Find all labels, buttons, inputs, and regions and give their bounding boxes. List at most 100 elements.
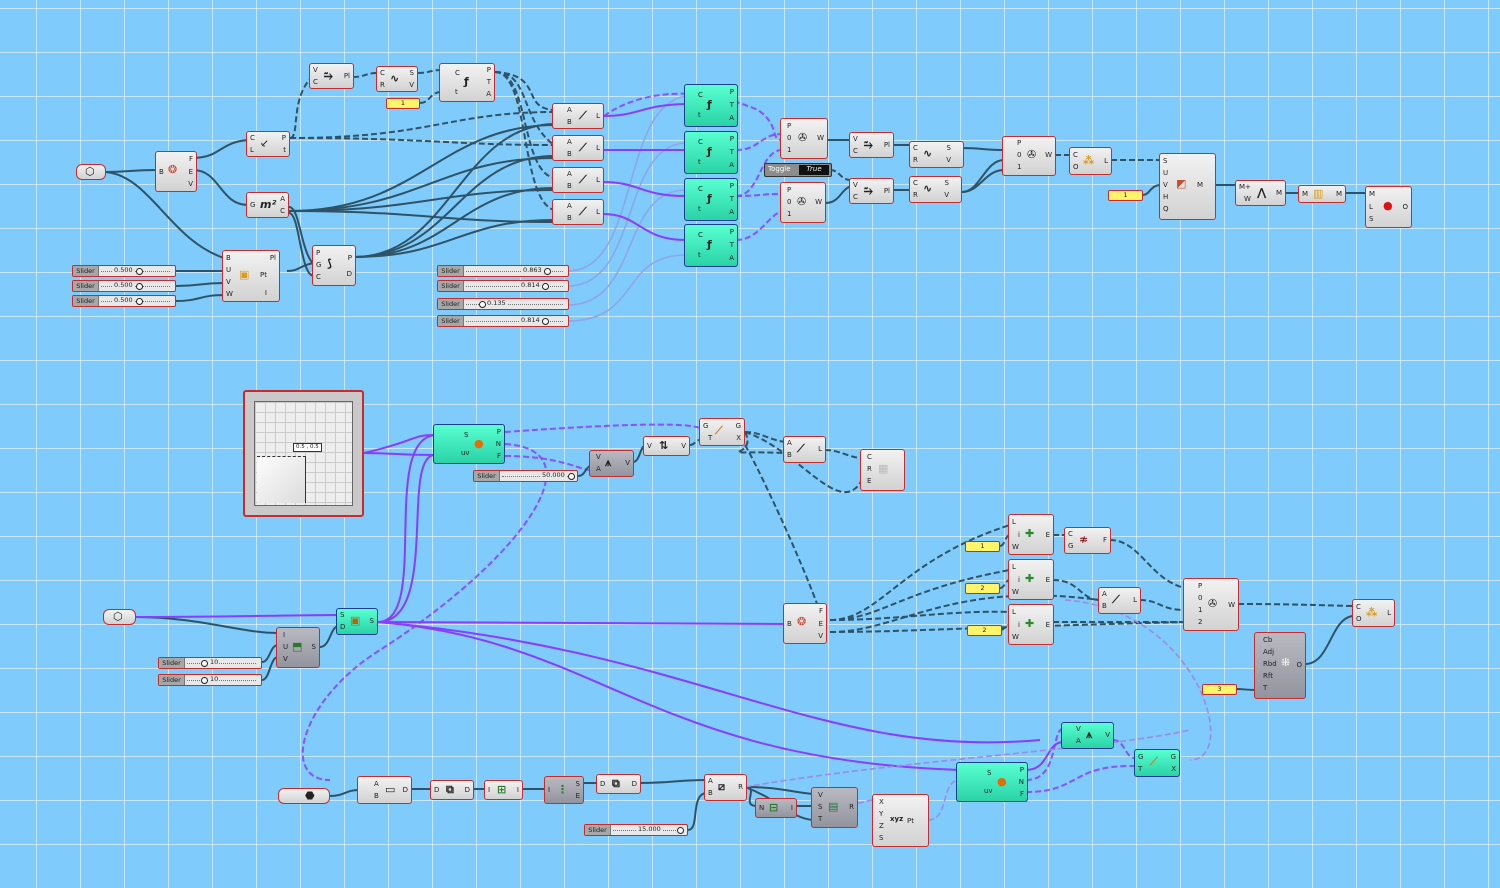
slider-knob[interactable] (136, 268, 143, 275)
slider-knob[interactable] (136, 298, 143, 305)
weave-component-2[interactable]: P 0 1 ✇ W (780, 182, 826, 223)
slider-v[interactable]: Slider 0.500 (72, 280, 176, 292)
slider-knob[interactable] (542, 318, 549, 325)
perp-frame-component-2[interactable]: V C ⥲ Pl (849, 132, 894, 158)
line-component-4[interactable]: A B ⟋ L (552, 199, 604, 225)
weave-component-1[interactable]: P 0 1 ✇ W (780, 118, 828, 159)
surface-param-2[interactable]: ⬡ (103, 609, 136, 625)
range-component[interactable]: I ⊞ I (484, 780, 523, 800)
populate-icon: ● (997, 775, 1007, 788)
evaluate-curve-component-4[interactable]: C t ƒ P T A (684, 224, 738, 267)
curve-closest-component-1[interactable]: C R ∿ S V (376, 66, 418, 92)
evaluate-surface-component[interactable]: B U V W ▣ Pl Pt I (222, 250, 280, 302)
interpolate-component-2[interactable]: C O ⁂ L (1352, 599, 1395, 627)
surface-param[interactable]: ⬡ (76, 164, 106, 180)
list-item-component-3[interactable]: L i W ✚ E (1008, 604, 1054, 645)
slider-knob[interactable] (201, 677, 208, 684)
curve-param[interactable]: ⬣ (278, 788, 330, 804)
list-item-component-1[interactable]: L i W ✚ E (1008, 514, 1054, 555)
line-component-5[interactable]: A B ⟋ L (783, 436, 826, 463)
mesh-weld-component[interactable]: M ▥ M (1298, 185, 1346, 203)
slider-v-count[interactable]: Slider 10 (158, 674, 262, 686)
line-component-1[interactable]: A B ⟋ L (552, 103, 604, 129)
split-list-component[interactable]: I ⋮ S E (544, 776, 584, 804)
weave-component-4[interactable]: P 0 1 2 ✇ W (1183, 578, 1239, 631)
evaluate-curve-component-1[interactable]: C t ƒ P T A (684, 84, 738, 127)
panel-value-1[interactable]: 1 (386, 98, 420, 109)
boolean-toggle[interactable]: Toggle True (764, 163, 832, 177)
slider-factor[interactable]: Slider 15.000 (584, 824, 688, 836)
vector-xyz-component[interactable]: V S T ▤ R (811, 787, 858, 828)
duplicate-component[interactable]: D ⧉ D (430, 780, 474, 800)
brep-edges-component-2[interactable]: B ❂ F E V (783, 603, 827, 644)
slider-knob[interactable] (544, 268, 551, 275)
fillet-component[interactable]: C G ≉ F (1064, 527, 1111, 554)
series-component[interactable]: A B ▭ D (357, 776, 412, 804)
evaluate-curve-component-2[interactable]: C t ƒ P T A (684, 131, 738, 174)
move-component-2[interactable]: G T ⟋ G X (1134, 749, 1180, 777)
preview-sphere-icon: ● (1383, 199, 1393, 212)
toggle-value[interactable]: True (799, 165, 829, 175)
custom-preview-component-1[interactable]: M L S ● O (1365, 186, 1412, 228)
line-component-2[interactable]: A B ⟋ L (552, 135, 604, 161)
line-component-3[interactable]: A B ⟋ L (552, 167, 604, 193)
output-g: G (735, 422, 741, 430)
slider-knob[interactable] (568, 473, 575, 480)
brep-edges-component[interactable]: B ❂ F E V (155, 151, 197, 192)
remap-component[interactable]: A B ⧄ R (704, 774, 747, 801)
curve-closest-component-2[interactable]: C R ∿ S V (909, 141, 964, 168)
slider-t-1[interactable]: Slider 0.863 (437, 265, 569, 277)
graph-mapper-plot[interactable]: 0.5 , 0.5 (254, 401, 353, 506)
slider-w[interactable]: Slider 0.500 (72, 295, 176, 307)
panel-value-5[interactable]: 2 (967, 625, 1002, 636)
slider-t-2[interactable]: Slider 0.814 (437, 280, 569, 292)
weave-component-3[interactable]: P 0 1 ✇ W (1002, 136, 1056, 176)
custom-preview-component-2[interactable]: C R E ▦ (860, 449, 905, 491)
slider-knob[interactable] (542, 283, 549, 290)
slider-u-count[interactable]: Slider 10 (158, 657, 262, 669)
slider-knob[interactable] (479, 301, 486, 308)
perp-frame-component-3[interactable]: V C ⥲ Pl (849, 178, 894, 204)
slider-knob[interactable] (201, 660, 208, 667)
divide-domain-component[interactable]: I U V ⬒ S (276, 627, 320, 668)
slider-amplitude[interactable]: Slider 50.000 (473, 470, 578, 482)
construct-point-component[interactable]: X Y Z S xyz Pt (872, 794, 929, 847)
discontinuity-component[interactable]: C L ⸔ P t (246, 131, 290, 157)
slider-value: 0.863 (522, 266, 543, 275)
slider-t-3[interactable]: Slider 0.135 (437, 298, 569, 310)
panel-value-4[interactable]: 2 (965, 583, 1000, 594)
duplicate-component-2[interactable]: D ⧉ D (596, 774, 641, 794)
construct-component[interactable]: Cb Adj Rbd Rft T ⁜ O (1254, 632, 1306, 699)
move-component-1[interactable]: G T ⟋ G X (699, 418, 745, 446)
slider-value: 50.000 (541, 471, 566, 480)
sweep-component[interactable]: S U V H Q ◩ M (1159, 153, 1216, 220)
tangent-component[interactable]: C t ƒ P T A (439, 63, 495, 102)
panel-value-3[interactable]: 1 (965, 541, 1000, 552)
list-item-component-2[interactable]: L i W ✚ E (1008, 559, 1054, 600)
output-l: L (818, 445, 822, 453)
panel-value-2[interactable]: 1 (1108, 190, 1143, 201)
evaluate-curve-component-3[interactable]: C t ƒ P T A (684, 178, 738, 221)
isotrim-component[interactable]: S D ▣ S (336, 608, 378, 635)
perp-frame-component-1[interactable]: V C ⥲ Pl (309, 63, 354, 89)
closest-point-component[interactable]: P G C ⟆ P D (312, 245, 356, 286)
panel-value-6[interactable]: 3 (1202, 684, 1237, 695)
populate-surface-component-2[interactable]: S uv ● P N F (956, 762, 1028, 802)
area-component[interactable]: G m² A C (246, 192, 289, 218)
slider-knob[interactable] (677, 827, 684, 834)
interpolate-component[interactable]: C O ⁂ L (1069, 147, 1112, 175)
graph-mapper[interactable]: 0.5 , 0.5 (243, 390, 364, 517)
slider-knob[interactable] (136, 283, 143, 290)
slider-t-4[interactable]: Slider 0.814 (437, 315, 569, 327)
negative-component[interactable]: N ⊟ I (755, 798, 797, 818)
vector-reverse-component[interactable]: V ⇅ V (643, 436, 690, 456)
curve-closest-component-3[interactable]: C R ∿ S V (909, 176, 962, 203)
vector-amplitude-component-1[interactable]: V A ⩚ V (589, 450, 634, 477)
input-u: U (283, 643, 289, 651)
slider-u[interactable]: Slider 0.500 (72, 265, 176, 277)
line-component-6[interactable]: A B ⟋ L (1098, 587, 1141, 614)
populate-surface-component-1[interactable]: S uv ● P N F (433, 424, 505, 464)
mesh-join-component[interactable]: M+ W ⋀ M (1235, 180, 1286, 206)
vector-amplitude-component-2[interactable]: V A ⩚ V (1061, 722, 1114, 749)
